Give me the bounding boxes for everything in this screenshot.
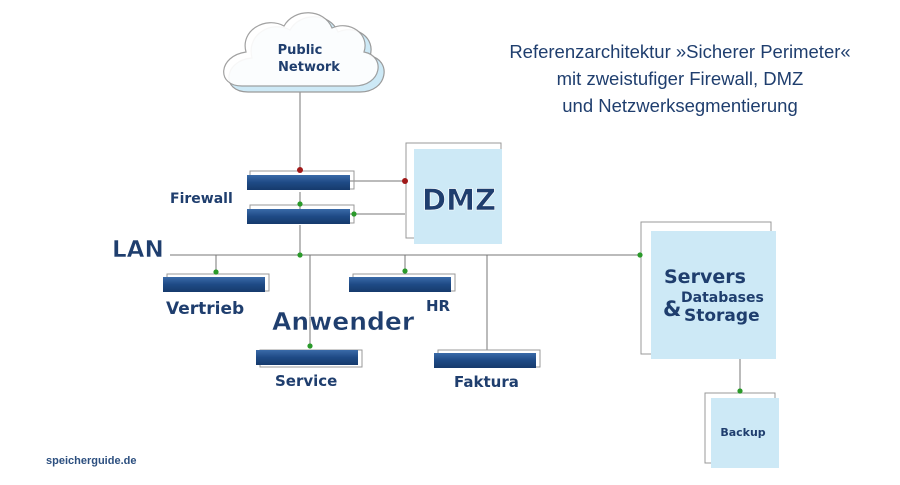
- title-line-2: mit zweistufiger Firewall, DMZ: [556, 68, 804, 89]
- diagram-title: Referenzarchitektur »Sicherer Perimeter«…: [475, 38, 885, 119]
- connector-dot-green: [351, 211, 357, 217]
- firewall-inner-bar: [247, 209, 350, 224]
- connector-dot-red: [402, 178, 408, 184]
- servers-box: Servers & Databases Storage: [640, 221, 776, 359]
- cloud-label-line2: Network: [278, 60, 340, 75]
- title-line-1: Referenzarchitektur »Sicherer Perimeter«: [509, 41, 851, 62]
- firewall-group: Firewall: [170, 170, 355, 224]
- hr-label: HR: [426, 297, 451, 315]
- connector-dot-green: [213, 269, 219, 275]
- lan-label: LAN: [112, 237, 164, 263]
- connector-dots: [213, 167, 743, 394]
- connector-dot-green: [297, 201, 303, 207]
- dmz-box: DMZ: [405, 142, 502, 244]
- billing-node: Faktura: [434, 349, 541, 391]
- users-group-label: Anwender: [272, 307, 415, 336]
- backup-box: Backup: [704, 392, 779, 468]
- public-network-cloud: Public Network: [223, 12, 385, 93]
- title-line-3: und Netzwerksegmentierung: [562, 95, 798, 116]
- backup-label: Backup: [720, 426, 765, 439]
- connector-dot-green: [307, 343, 313, 349]
- hr-node: HR: [349, 273, 456, 315]
- firewall-label: Firewall: [170, 191, 233, 207]
- connector-dot-green: [637, 252, 643, 258]
- connector-dot-red: [297, 167, 303, 173]
- connector-dot-green: [297, 252, 303, 258]
- service-label: Service: [275, 372, 337, 390]
- firewall-outer-bar: [247, 175, 350, 190]
- billing-label: Faktura: [454, 373, 519, 391]
- service-node: Service: [256, 349, 363, 390]
- servers-label-line3: Storage: [684, 306, 760, 326]
- sales-label: Vertrieb: [166, 299, 244, 319]
- connection-lines: [170, 92, 741, 393]
- source-credit: speicherguide.de: [46, 455, 137, 467]
- servers-label-line2: Databases: [681, 290, 764, 306]
- servers-label-line1: Servers: [664, 266, 746, 288]
- servers-label-ampersand: &: [663, 297, 681, 321]
- connector-dot-green: [402, 268, 408, 274]
- sales-node: Vertrieb: [163, 273, 270, 319]
- connector-dot-green: [737, 388, 743, 394]
- dmz-label: DMZ: [422, 183, 496, 217]
- cloud-label-line1: Public: [278, 43, 323, 58]
